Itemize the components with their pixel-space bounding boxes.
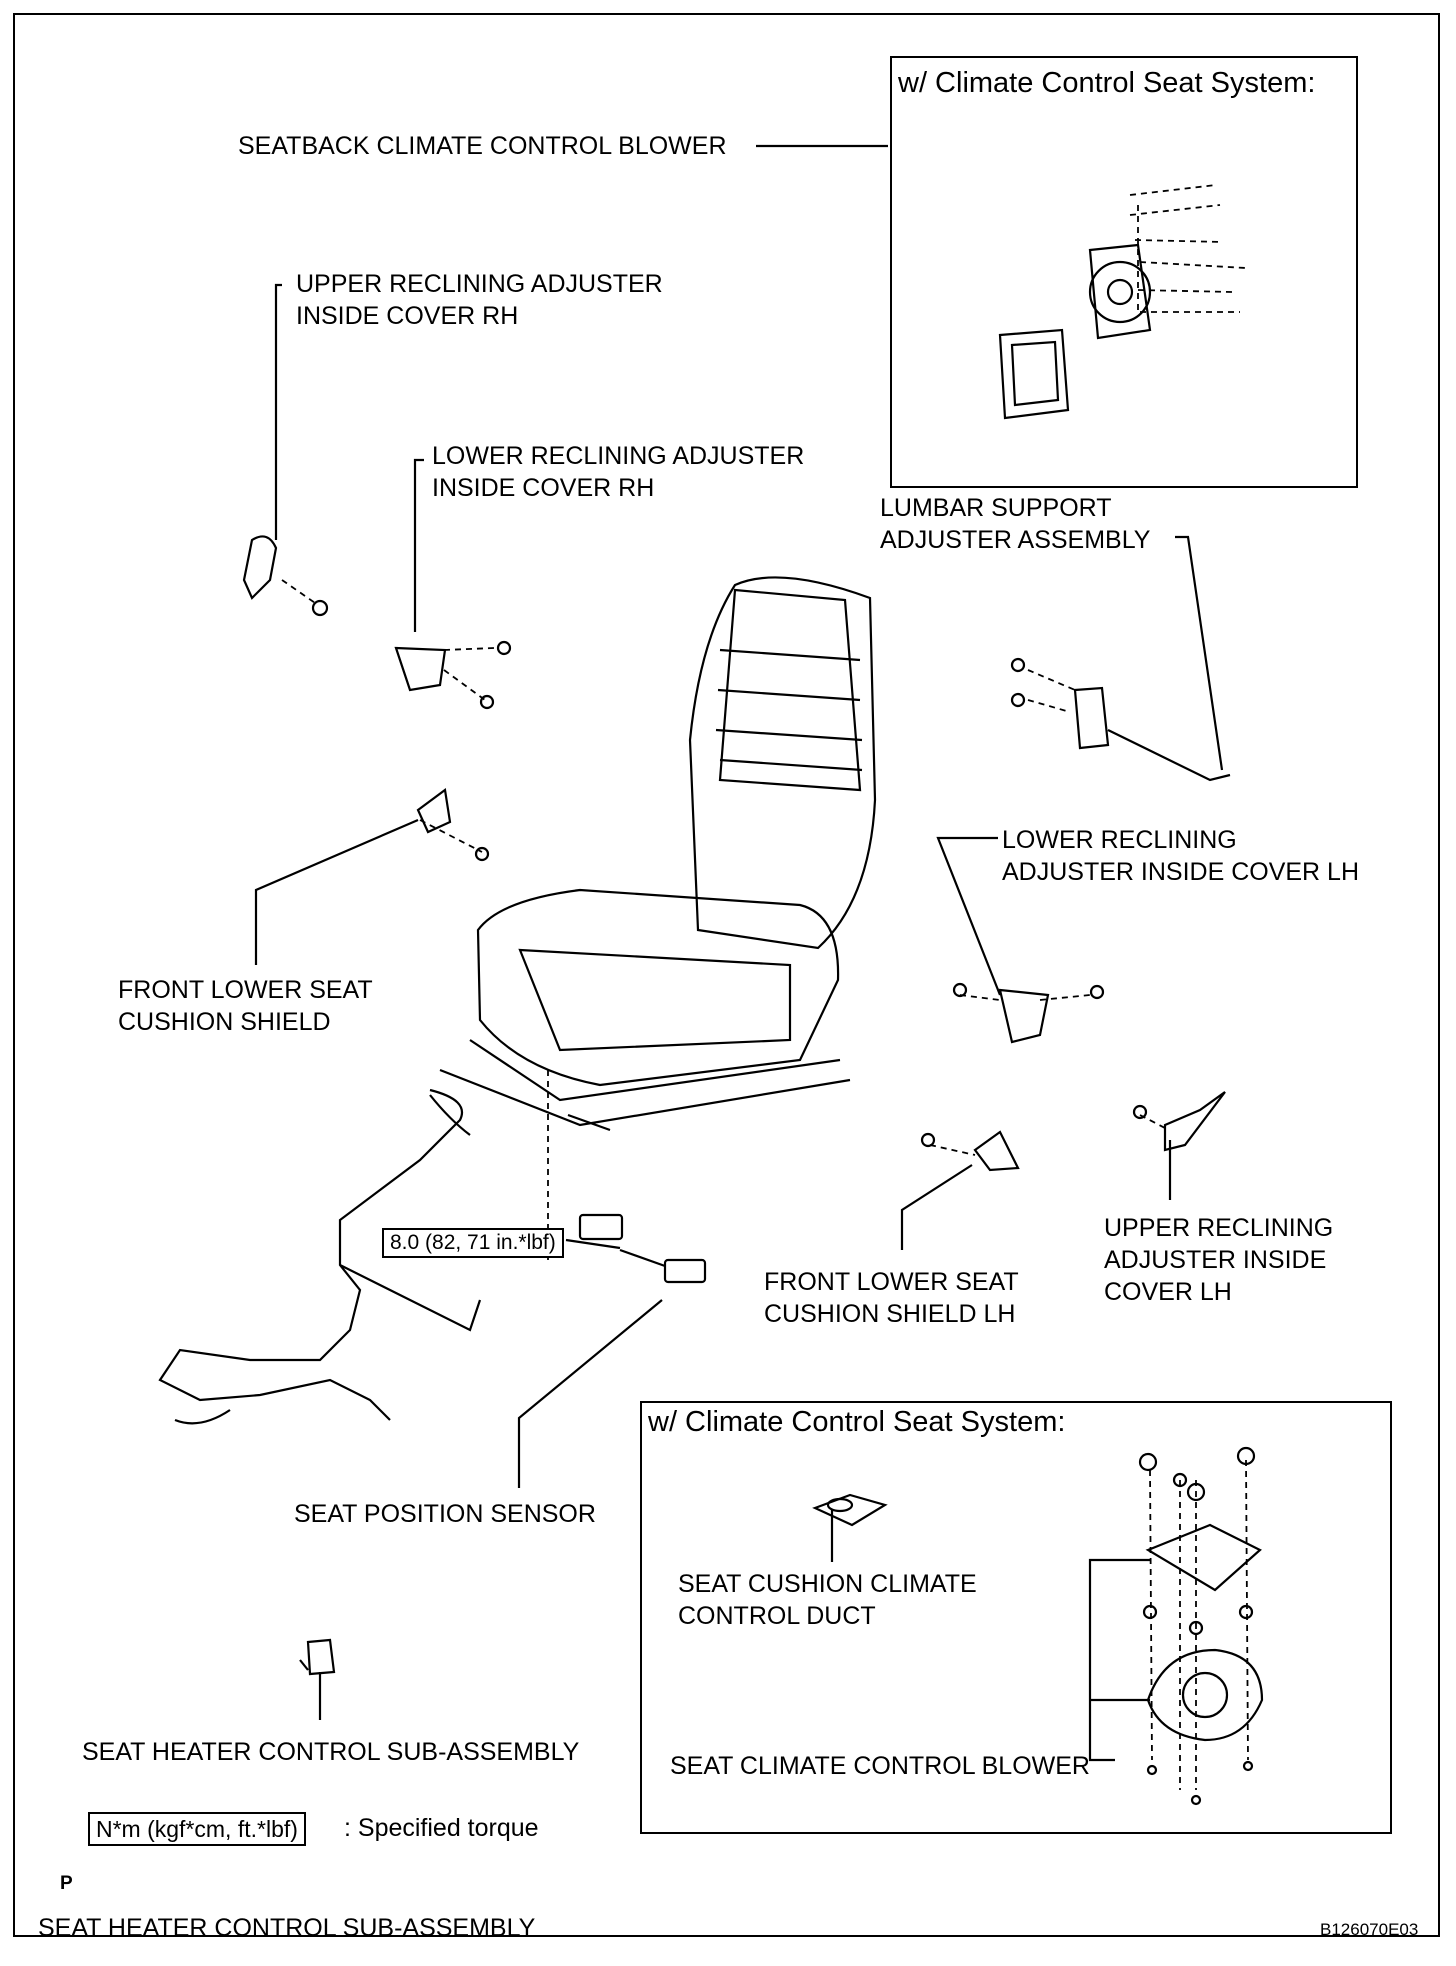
- leader-blower: [1088, 1558, 1150, 1762]
- seat-rails: [439, 1039, 851, 1132]
- label-cushion-duct-line2: CONTROL DUCT: [678, 1602, 876, 1630]
- leader-upper-rh: [274, 283, 282, 540]
- label-cushion-duct-line1: SEAT CUSHION CLIMATE: [678, 1570, 977, 1598]
- label-front-shield-lh-line1: FRONT LOWER SEAT: [764, 1268, 1019, 1296]
- label-front-shield-line1: FRONT LOWER SEAT: [118, 976, 373, 1004]
- lumbar-support-part: [1073, 686, 1231, 782]
- leader-torque: [565, 1238, 621, 1250]
- label-lower-cover-rh-line2: INSIDE COVER RH: [432, 474, 655, 502]
- label-front-shield-lh-line2: CUSHION SHIELD LH: [764, 1300, 1016, 1328]
- label-upper-cover-lh-line1: UPPER RECLINING: [1104, 1214, 1334, 1242]
- upper-cover-lh-part: [1163, 1091, 1226, 1152]
- footer-caption: SEAT HEATER CONTROL SUB-ASSEMBLY: [38, 1914, 536, 1942]
- seatback-blower-fan: [1088, 243, 1152, 340]
- seatback-blower-housing: [998, 328, 1070, 420]
- front-shield-part: [416, 788, 452, 834]
- label-seatback-blower: SEATBACK CLIMATE CONTROL BLOWER: [238, 132, 727, 160]
- label-upper-cover-lh-line3: COVER LH: [1104, 1278, 1232, 1306]
- leader-lumbar: [1175, 535, 1224, 771]
- climate-box-bottom: [640, 1401, 1392, 1834]
- label-lower-cover-lh-line2: ADJUSTER INSIDE COVER LH: [1002, 858, 1360, 886]
- torque-legend-text: : Specified torque: [344, 1814, 539, 1842]
- lower-cover-rh-part: [394, 646, 447, 692]
- seat-position-sensor-part: [663, 1258, 707, 1284]
- cushion-duct-part: [812, 1493, 888, 1527]
- leader-lower-lh: [936, 836, 1002, 996]
- footer-mark: P: [60, 1873, 73, 1894]
- label-seat-position-sensor: SEAT POSITION SENSOR: [294, 1500, 596, 1528]
- label-upper-cover-rh-line2: INSIDE COVER RH: [296, 302, 519, 330]
- climate-box-top: [890, 56, 1358, 488]
- torque-legend-box: N*m (kgf*cm, ft.*lbf): [88, 1812, 306, 1846]
- label-seat-blower: SEAT CLIMATE CONTROL BLOWER: [670, 1752, 1090, 1780]
- leader-front-shield: [254, 818, 419, 965]
- label-lumbar-line2: ADJUSTER ASSEMBLY: [880, 526, 1151, 554]
- diagram-frame: [13, 13, 1440, 1937]
- lower-cover-lh-part: [998, 988, 1050, 1044]
- seat-heater-control-part: [299, 1638, 336, 1676]
- front-shield-lh-part: [973, 1130, 1020, 1172]
- upper-cover-rh-part: [242, 535, 278, 600]
- seat-frame-back: [688, 576, 877, 950]
- seat-blower-bracket: [1145, 1523, 1262, 1592]
- climate-box-bottom-title: w/ Climate Control Seat System:: [648, 1406, 1066, 1438]
- wire-harness: [158, 1088, 482, 1425]
- footer-code: B126070E03: [1320, 1920, 1419, 1939]
- seat-frame-cushion: [476, 888, 840, 1087]
- leader-front-shield-lh: [900, 1164, 973, 1250]
- seat-blower-housing: [1146, 1648, 1264, 1742]
- label-upper-cover-rh-line1: UPPER RECLINING ADJUSTER: [296, 270, 663, 298]
- label-upper-cover-lh-line2: ADJUSTER INSIDE: [1104, 1246, 1327, 1274]
- leader-seat-position: [517, 1299, 663, 1488]
- label-lower-cover-lh-line1: LOWER RECLINING: [1002, 826, 1237, 854]
- label-seat-heater-control: SEAT HEATER CONTROL SUB-ASSEMBLY: [82, 1738, 580, 1766]
- leader-lower-rh: [413, 458, 424, 632]
- climate-box-top-title: w/ Climate Control Seat System:: [898, 67, 1316, 99]
- label-lower-cover-rh-line1: LOWER RECLINING ADJUSTER: [432, 442, 805, 470]
- label-lumbar-line1: LUMBAR SUPPORT: [880, 494, 1112, 522]
- torque-value-box: 8.0 (82, 71 in.*lbf): [382, 1228, 564, 1258]
- label-front-shield-line2: CUSHION SHIELD: [118, 1008, 331, 1036]
